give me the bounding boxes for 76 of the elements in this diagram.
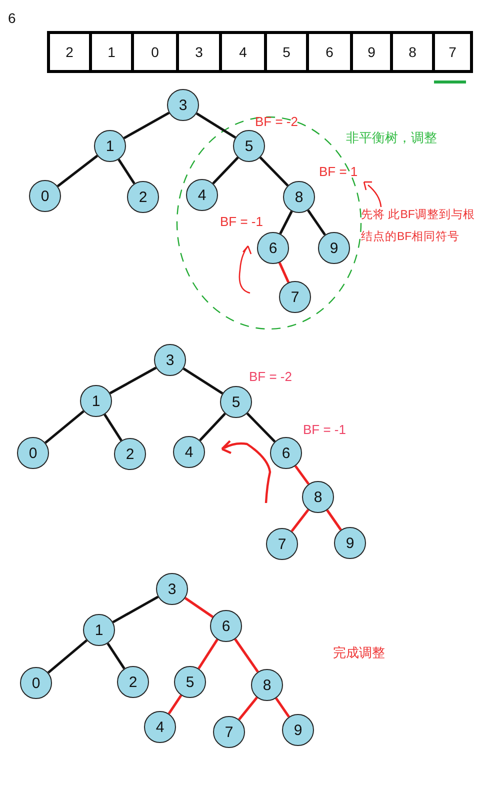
tree-branch bbox=[199, 412, 226, 442]
tree-node: 7 bbox=[266, 528, 298, 560]
tree-branch bbox=[196, 112, 236, 139]
array-cell: 1 bbox=[89, 31, 134, 73]
tree-branch bbox=[184, 597, 214, 618]
tree-node: 6 bbox=[210, 610, 242, 642]
tree-node: 7 bbox=[213, 716, 245, 748]
tree-node: 4 bbox=[144, 711, 176, 743]
tree-node: 2 bbox=[114, 438, 146, 470]
tree-branch bbox=[246, 412, 276, 442]
tree-branch bbox=[307, 209, 326, 236]
array-cell: 4 bbox=[219, 31, 267, 73]
annotation-text: 完成调整 bbox=[333, 644, 385, 662]
tree-node: 8 bbox=[283, 181, 315, 213]
annotation-text: BF = 1 bbox=[319, 163, 358, 181]
tree-node: 0 bbox=[20, 667, 52, 699]
tree-node: 3 bbox=[154, 344, 186, 376]
tree-node: 1 bbox=[83, 614, 115, 646]
tree-branch bbox=[234, 638, 259, 673]
tree-branch bbox=[182, 368, 224, 394]
tree-node: 9 bbox=[334, 527, 366, 559]
array-cell: 5 bbox=[264, 31, 309, 73]
array-cell: 3 bbox=[176, 31, 222, 73]
tree-branch bbox=[326, 509, 342, 531]
tree-branch bbox=[47, 639, 88, 674]
annotation-text: BF = -1 bbox=[220, 213, 263, 231]
tree-node: 9 bbox=[282, 714, 314, 746]
tree-node: 9 bbox=[318, 232, 350, 264]
tree-node: 3 bbox=[156, 573, 188, 605]
tree-node: 6 bbox=[270, 437, 302, 469]
tree-node: 8 bbox=[302, 481, 334, 513]
tree-node: 5 bbox=[220, 386, 252, 418]
array-cell: 7 bbox=[432, 31, 473, 73]
annotation-text: 6 bbox=[8, 9, 16, 28]
array-cell: 9 bbox=[350, 31, 393, 73]
tree-branch bbox=[275, 697, 290, 718]
annotation-text: BF = -1 bbox=[303, 421, 346, 439]
tree-node: 4 bbox=[186, 179, 218, 211]
annotation-text: BF = -2 bbox=[249, 368, 292, 386]
tree-node: 7 bbox=[279, 281, 311, 313]
tree-node: 1 bbox=[80, 385, 112, 417]
tree-branch bbox=[238, 696, 258, 720]
tree-node: 5 bbox=[233, 130, 265, 162]
tree-branch bbox=[259, 156, 289, 186]
tree-branch bbox=[44, 410, 84, 444]
tree-branch bbox=[290, 508, 310, 532]
tree-node: 6 bbox=[257, 232, 289, 264]
tree-node: 3 bbox=[167, 89, 199, 121]
array-cell: 6 bbox=[306, 31, 353, 73]
tree-node: 1 bbox=[94, 130, 126, 162]
tree-branch bbox=[279, 210, 293, 234]
tree-branch bbox=[212, 156, 239, 184]
tree-node: 8 bbox=[251, 669, 283, 701]
annotation-text: 先将 此BF调整到与根结点的BF相同符号 bbox=[361, 208, 476, 245]
tree-node: 5 bbox=[174, 666, 206, 698]
tree-branch bbox=[56, 154, 98, 188]
tree-branch bbox=[198, 638, 218, 670]
tree-branch bbox=[118, 158, 136, 184]
array-cell: 8 bbox=[390, 31, 435, 73]
tree-branch bbox=[109, 366, 157, 394]
tree-branch bbox=[112, 596, 159, 624]
tree-branch bbox=[123, 112, 170, 140]
array-cell: 0 bbox=[131, 31, 179, 73]
annotation-text: BF = -2 bbox=[255, 113, 298, 131]
annotation-text: 非平衡树，调整 bbox=[346, 129, 437, 147]
tree-branch bbox=[104, 414, 122, 442]
tree-node: 4 bbox=[173, 436, 205, 468]
tree-node: 2 bbox=[127, 181, 159, 213]
tree-branch bbox=[106, 642, 126, 670]
tree-node: 0 bbox=[17, 437, 49, 469]
array-cell: 2 bbox=[47, 31, 92, 73]
tree-branch bbox=[278, 262, 290, 283]
tree-branch bbox=[168, 694, 182, 714]
tree-node: 2 bbox=[117, 666, 149, 698]
tree-branch bbox=[294, 465, 310, 485]
tree-node: 0 bbox=[29, 180, 61, 212]
